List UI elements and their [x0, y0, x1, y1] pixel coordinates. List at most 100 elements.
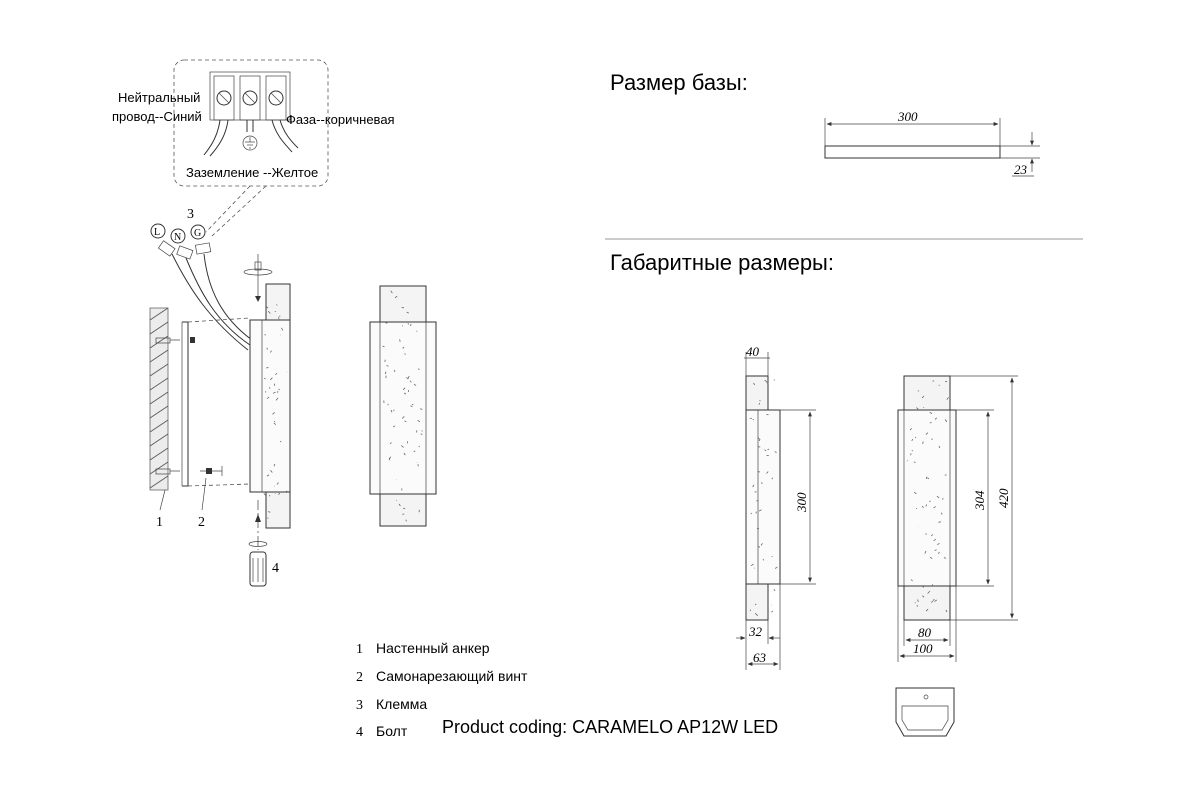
- speckle-mark: [937, 543, 940, 545]
- product-coding: Product coding: CARAMELO AP12W LED: [442, 717, 778, 737]
- speckle-mark: [758, 402, 761, 405]
- speckle-mark: [938, 445, 941, 449]
- speckle-mark: [929, 421, 932, 424]
- dim-front-total-width: 100: [913, 641, 933, 656]
- speckle-mark: [771, 610, 774, 613]
- speckle-mark: [749, 417, 752, 419]
- speckle-mark: [384, 371, 387, 375]
- crystal-speckles: [906, 380, 949, 613]
- speckle-mark: [273, 463, 276, 467]
- speckle-mark: [418, 445, 420, 448]
- terminal-connectors: 3 L N G: [150, 207, 253, 351]
- legend-num-2: 2: [356, 670, 363, 685]
- wiring-detail: Нейтральный провод--Синий Фаза--коричнев…: [112, 59, 395, 237]
- speckle-mark: [272, 412, 275, 415]
- speckle-mark: [921, 505, 924, 509]
- speckle-mark: [757, 470, 761, 473]
- legend-text-2: Самонарезающий винт: [376, 668, 528, 684]
- callout-2: 2: [198, 515, 205, 530]
- legend-num-4: 4: [356, 725, 363, 740]
- callout-3: 3: [187, 207, 194, 222]
- speckle-mark: [911, 449, 913, 452]
- speckle-mark: [757, 437, 760, 440]
- speckle-mark: [275, 397, 279, 401]
- speckle-mark: [913, 491, 917, 495]
- base-length-dim: 300: [897, 109, 918, 124]
- speckle-mark: [925, 504, 928, 507]
- speckle-mark: [413, 383, 417, 386]
- speckle-mark: [276, 482, 279, 485]
- speckle-mark: [267, 310, 271, 314]
- cross-section-profile: [895, 687, 955, 737]
- speckle-mark: [266, 396, 270, 399]
- speckle-mark: [771, 477, 773, 480]
- speckle-mark: [754, 603, 757, 606]
- speckle-mark: [273, 422, 277, 425]
- speckle-mark: [406, 377, 409, 380]
- base-plate: [824, 145, 1001, 159]
- speckle-mark: [930, 534, 934, 537]
- speckle-mark: [933, 538, 937, 542]
- speckle-mark: [934, 585, 937, 587]
- speckle-mark: [278, 317, 280, 320]
- speckle-mark: [409, 380, 412, 383]
- speckle-mark: [382, 345, 385, 348]
- wall-anchor-bottom: [155, 466, 223, 476]
- speckle-mark: [917, 599, 919, 603]
- neutral-label-line2: провод--Синий: [112, 109, 202, 124]
- speckle-mark: [413, 450, 416, 453]
- speckle-mark: [771, 555, 773, 558]
- crystal-speckles: [263, 304, 288, 519]
- phase-label: Фаза--коричневая: [286, 112, 395, 127]
- speckle-mark: [766, 471, 769, 474]
- speckle-mark: [773, 379, 775, 381]
- callout-1: 1: [156, 515, 163, 530]
- speckle-mark: [270, 469, 273, 473]
- speckle-mark: [406, 311, 409, 314]
- speckle-mark: [758, 438, 761, 442]
- speckle-mark: [402, 387, 406, 391]
- speckle-mark: [402, 513, 405, 515]
- speckle-mark: [392, 425, 396, 428]
- speckle-mark: [276, 304, 278, 306]
- neutral-label-line1: Нейтральный: [118, 90, 200, 105]
- speckle-mark: [934, 417, 938, 420]
- speckle-mark: [418, 368, 420, 371]
- speckle-mark: [927, 590, 931, 594]
- speckle-mark: [401, 416, 405, 419]
- legend-text-4: Болт: [376, 723, 408, 739]
- speckle-mark: [266, 474, 270, 477]
- speckle-mark: [393, 369, 396, 372]
- fixture-top-cap: [265, 283, 291, 321]
- speckle-mark: [750, 512, 753, 515]
- speckle-mark: [421, 430, 423, 432]
- dim-front-inner-height: 304: [972, 490, 987, 511]
- speckle-mark: [914, 436, 917, 439]
- base-height-dim: 23: [1014, 162, 1028, 177]
- speckle-mark: [930, 601, 934, 603]
- speckle-mark: [407, 323, 409, 325]
- speckle-mark: [931, 584, 934, 587]
- speckle-mark: [410, 405, 413, 407]
- speckle-mark: [930, 557, 933, 559]
- speckle-mark: [754, 613, 758, 616]
- speckle-mark: [761, 482, 763, 485]
- legend-text-1: Настенный анкер: [376, 640, 490, 656]
- dim-front-total-height: 420: [996, 488, 1011, 508]
- speckle-mark: [267, 511, 271, 513]
- ground-label: Заземление --Желтое: [186, 165, 318, 180]
- speckle-mark: [914, 602, 916, 604]
- speckle-mark: [934, 599, 938, 602]
- fixture-install-view: 4: [243, 254, 291, 587]
- speckle-mark: [402, 507, 406, 510]
- speckle-mark: [929, 411, 933, 414]
- overall-size-title: Габаритные размеры:: [610, 250, 834, 275]
- speckle-mark: [389, 442, 392, 445]
- crystal-speckles: [382, 290, 423, 522]
- callout-4: 4: [272, 561, 279, 576]
- speckle-mark: [940, 512, 943, 515]
- speckle-mark: [419, 408, 423, 410]
- speckle-mark: [773, 588, 776, 592]
- speckle-mark: [404, 420, 407, 422]
